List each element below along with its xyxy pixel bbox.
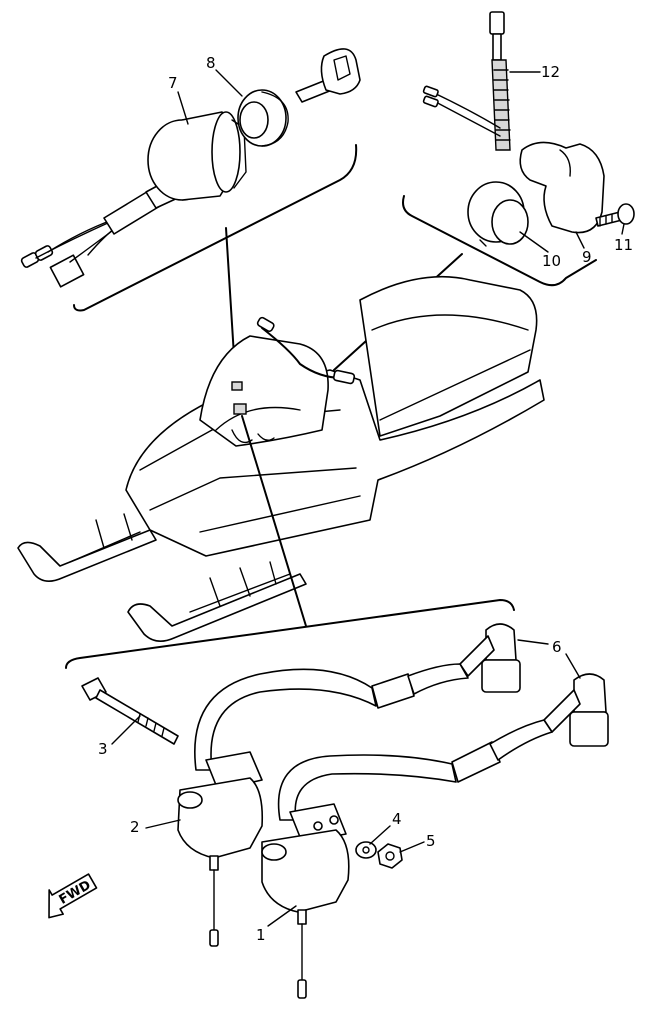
callout-6: 6 <box>552 638 562 656</box>
callout-leader-8 <box>215 69 243 97</box>
callout-7: 7 <box>168 74 178 92</box>
callout-10: 10 <box>542 252 561 270</box>
callout-5: 5 <box>426 832 436 850</box>
snowmobile-body <box>17 275 545 642</box>
top-left-group-bracket <box>73 144 358 312</box>
leader-line-ignition-coil <box>241 415 307 627</box>
callout-leader-1 <box>267 905 297 927</box>
callout-leader-3 <box>111 715 141 745</box>
ignition-coil-assembly <box>81 623 609 999</box>
callout-12: 12 <box>541 63 560 81</box>
callout-11: 11 <box>614 236 633 254</box>
throttle-assembly <box>422 11 635 247</box>
bottom-group-bracket <box>65 599 515 669</box>
callout-leader-9 <box>575 231 585 249</box>
callout-leader-5 <box>399 841 425 853</box>
callout-4: 4 <box>392 810 402 828</box>
callout-leader-11 <box>621 223 625 235</box>
fwd-direction-arrow: FWD <box>48 873 98 919</box>
callout-8: 8 <box>206 54 216 72</box>
callout-2: 2 <box>130 818 140 836</box>
callout-leader-4 <box>369 825 391 845</box>
callout-leader-7 <box>177 91 189 125</box>
callout-1: 1 <box>256 926 266 944</box>
top-right-group-bracket <box>402 195 597 287</box>
callout-9: 9 <box>582 248 592 266</box>
callout-3: 3 <box>98 740 108 758</box>
callout-leader-6b <box>565 653 581 679</box>
callout-leader-6a <box>517 639 549 645</box>
ignition-switch-assembly <box>20 48 361 288</box>
callout-leader-10 <box>519 231 549 253</box>
callout-leader-2 <box>145 819 181 829</box>
